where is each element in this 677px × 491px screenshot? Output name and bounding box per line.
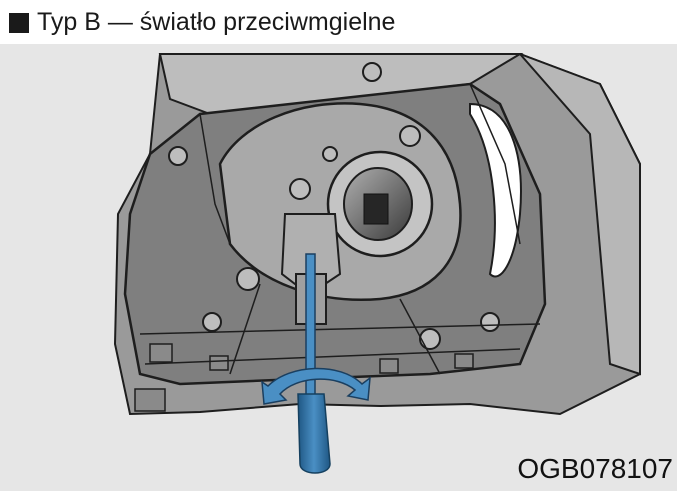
- figure-code: OGB078107: [517, 453, 673, 484]
- section-title: Typ B — światło przeciwmgielne: [37, 7, 396, 36]
- bolts: [168, 62, 500, 350]
- lower-clips: [134, 343, 474, 412]
- section-header: Typ B — światło przeciwmgielne: [0, 0, 677, 44]
- right-panel: [519, 53, 641, 376]
- black-square-icon: [9, 13, 29, 33]
- led-strip: [469, 102, 522, 278]
- screwdriver-handle: [297, 393, 331, 474]
- fog-lamp-illustration: OGB078107: [0, 44, 677, 491]
- fog-lamp-drawing: [113, 53, 641, 474]
- rotate-arrow-icon: [261, 367, 371, 405]
- panel-lines: [139, 83, 541, 375]
- bulb-connector: [363, 193, 389, 225]
- screwdriver-shaft: [305, 253, 316, 405]
